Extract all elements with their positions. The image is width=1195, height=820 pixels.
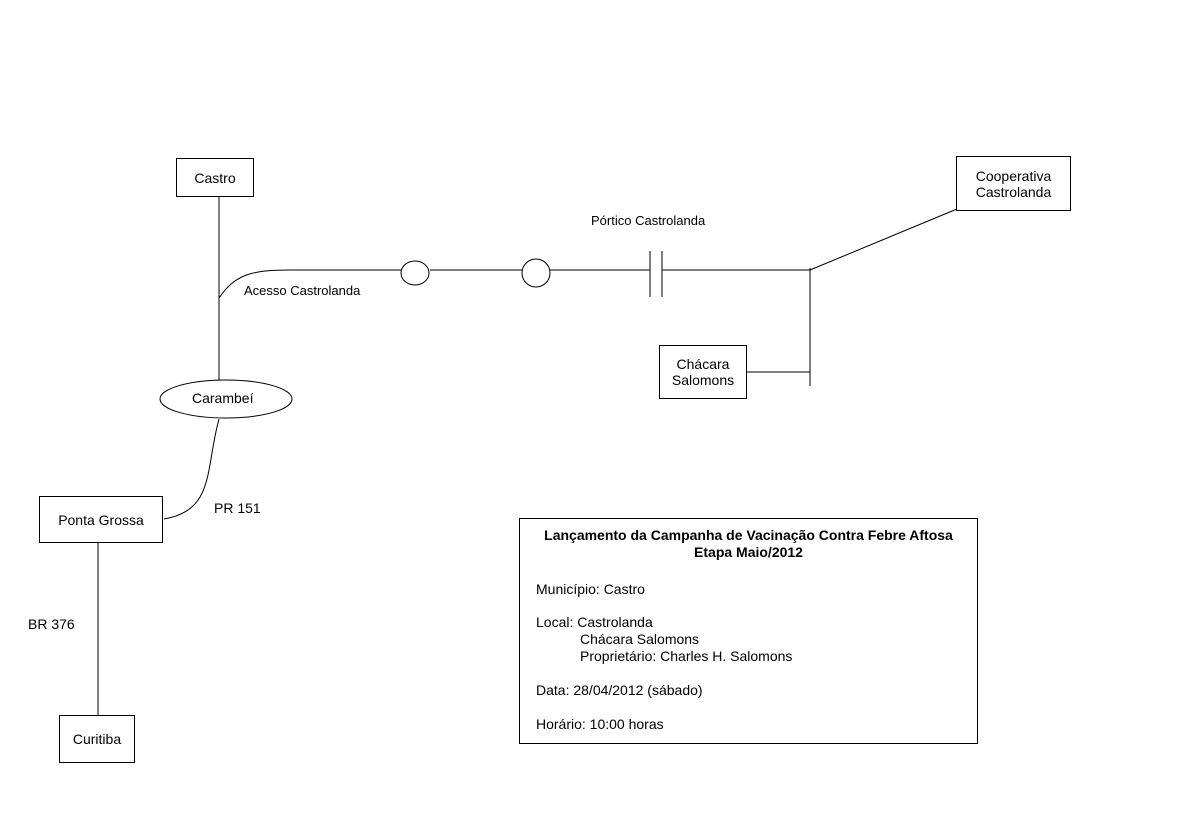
local-text-line1: Local: Castrolanda [536,614,653,630]
carambei-label: Carambeí [192,390,254,406]
cooperativa-box: Cooperativa Castrolanda [956,156,1071,211]
road-to-cooperativa [809,208,958,271]
roundabout-2-icon [521,258,551,288]
road-pr151 [163,418,220,520]
event-title: Lançamento da Campanha de Vacinação Cont… [520,527,977,561]
roundabout-1-icon [400,260,430,286]
event-info-box: Lançamento da Campanha de Vacinação Cont… [519,518,978,744]
portico-castrolanda-label: Pórtico Castrolanda [591,213,706,228]
pr151-label: PR 151 [214,500,261,516]
horario-text: Horário: 10:00 horas [536,716,664,732]
local-text-line2: Chácara Salomons [580,631,700,647]
chacara-box: Chácara Salomons [659,345,747,399]
chacara-label-line2: Salomons [671,372,735,388]
chacara-label-line1: Chácara [676,356,730,372]
road-acesso-castrolanda [218,269,401,299]
castro-label: Castro [194,169,236,186]
ponta-grossa-label: Ponta Grossa [58,511,144,528]
carambei-ellipse [159,379,293,419]
cooperativa-label-line2: Castrolanda [975,183,1052,200]
cooperativa-label-line1: Cooperativa [975,167,1052,184]
curitiba-box: Curitiba [59,715,135,763]
br376-label: BR 376 [28,616,75,632]
data-text: Data: 28/04/2012 (sábado) [536,682,703,698]
ponta-grossa-box: Ponta Grossa [39,496,163,543]
acesso-castrolanda-label: Acesso Castrolanda [244,283,361,298]
event-title-line1: Lançamento da Campanha de Vacinação Cont… [544,527,953,543]
local-text-line3: Proprietário: Charles H. Salomons [580,648,793,664]
event-title-line2: Etapa Maio/2012 [694,544,803,560]
curitiba-label: Curitiba [72,731,122,747]
municipio-text: Município: Castro [536,581,645,597]
castro-box: Castro [176,158,254,197]
